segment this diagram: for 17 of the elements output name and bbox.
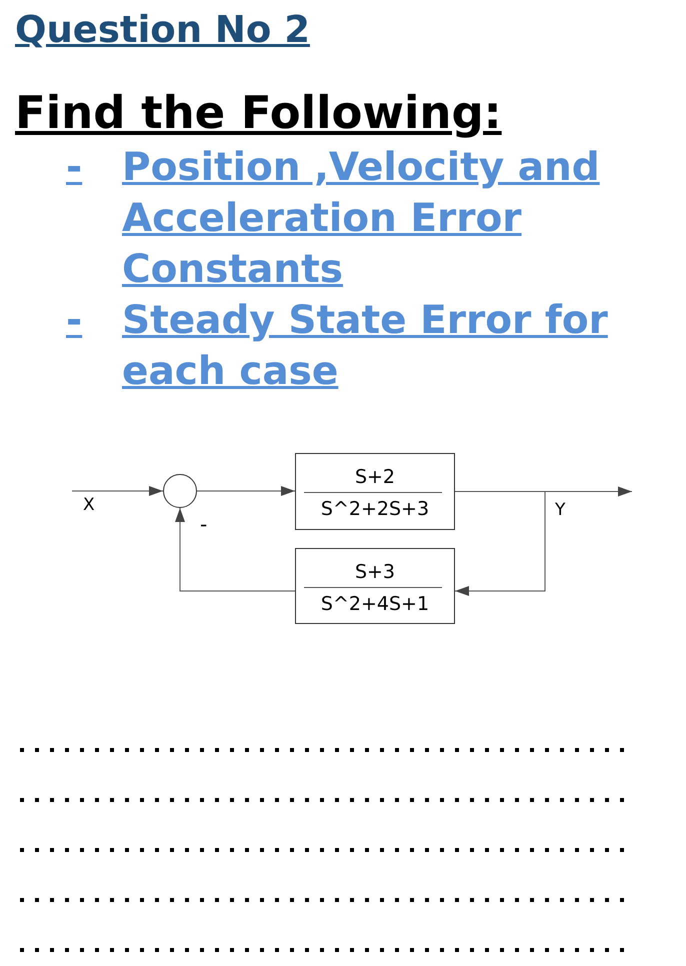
- signal-arrow: [72, 486, 164, 496]
- transfer-function-box: [295, 453, 455, 530]
- numerator: S+3: [354, 561, 396, 583]
- question-title: Question No 2: [15, 8, 310, 51]
- list-dash: -: [66, 144, 82, 192]
- summing-junction: [163, 474, 197, 508]
- signal-arrow: [196, 486, 296, 496]
- transfer-function-box: [295, 548, 455, 624]
- list-dash: -: [66, 297, 82, 345]
- list-item-text: Steady State Error for each case: [122, 297, 609, 396]
- signal-arrow: [454, 491, 546, 596]
- denominator: S^2+2S+3: [320, 498, 430, 520]
- list-item-text: Position ,Velocity and Acceleration Error Constants: [122, 144, 601, 294]
- numerator: S+2: [354, 466, 396, 488]
- denominator: S^2+4S+1: [320, 593, 430, 615]
- signal-arrow: [175, 508, 296, 592]
- section-heading: Find the Following:: [15, 86, 502, 139]
